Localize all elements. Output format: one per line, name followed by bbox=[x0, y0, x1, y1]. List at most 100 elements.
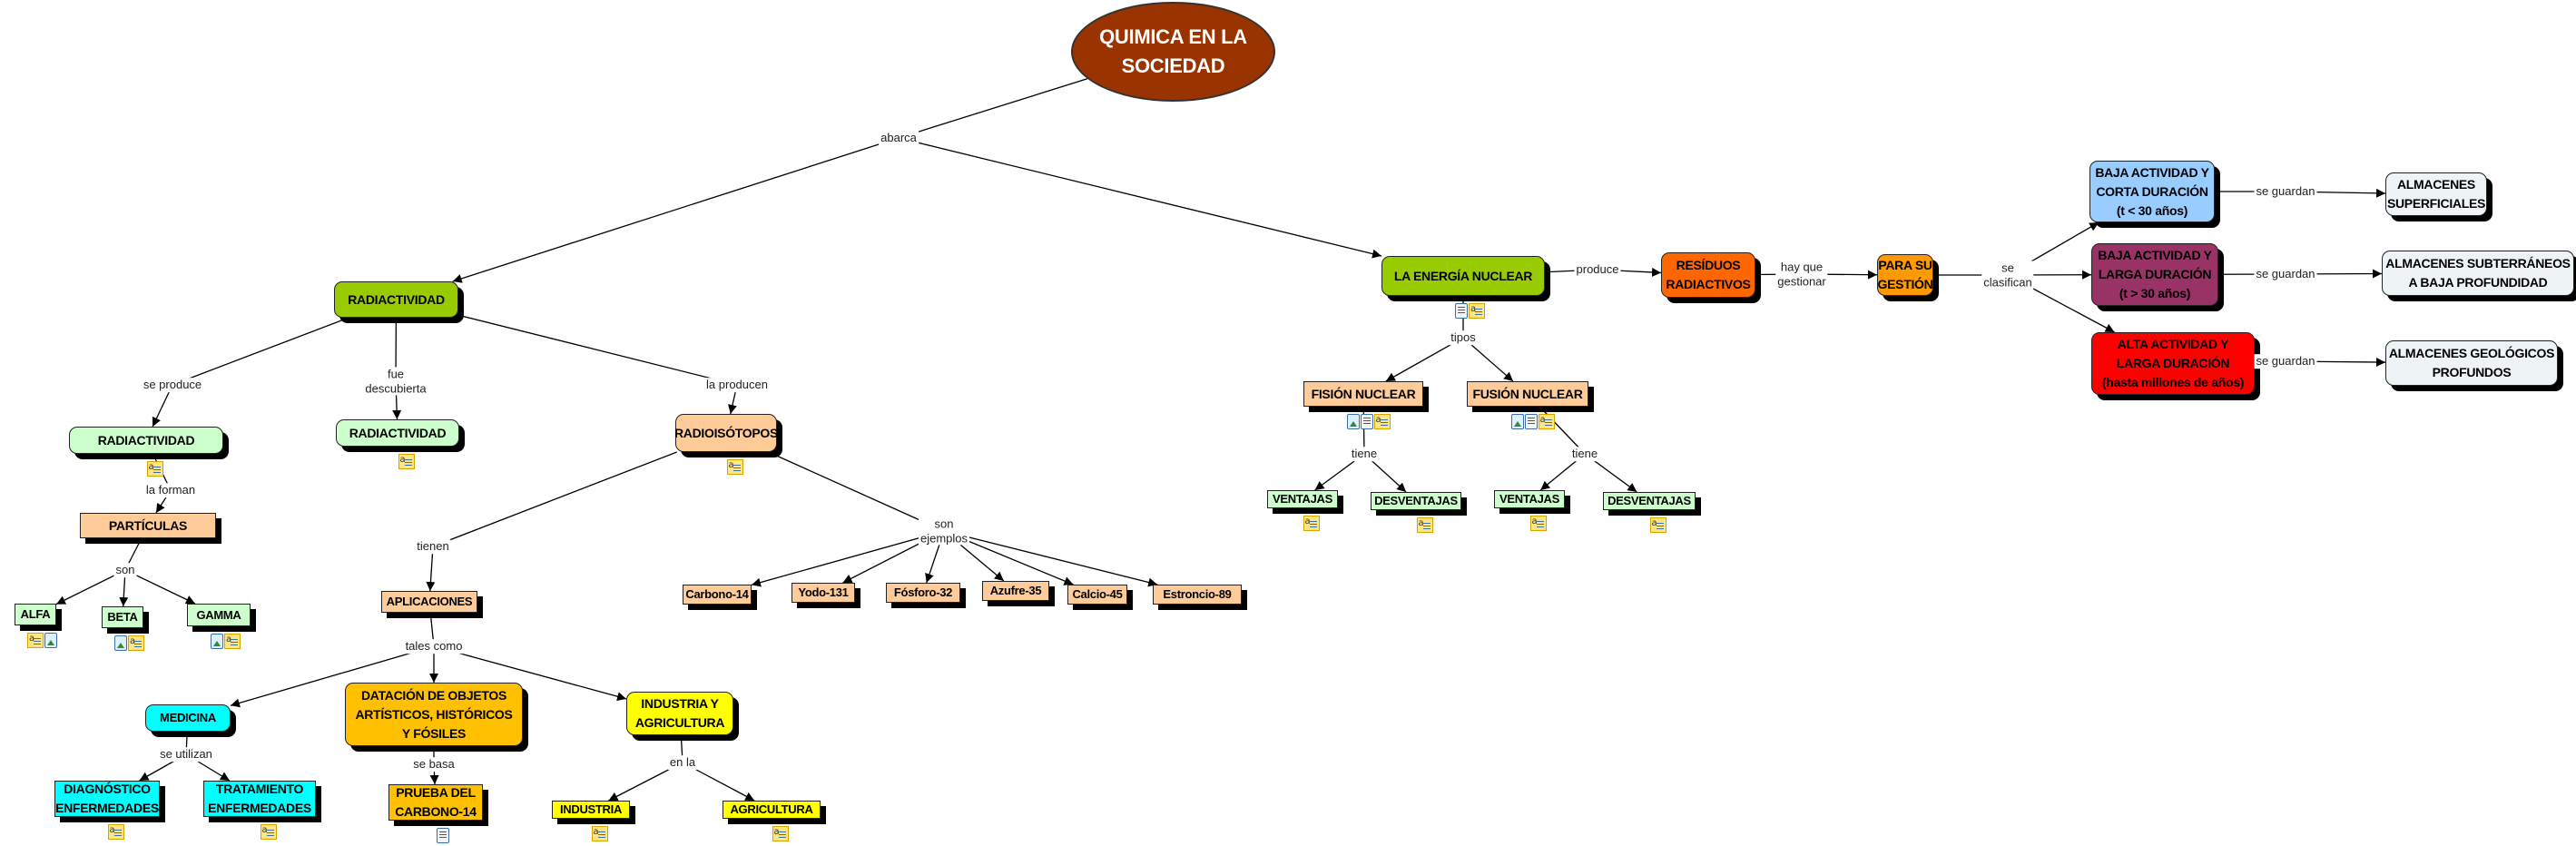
concept-bajalarga[interactable]: BAJA ACTIVIDAD Y LARGA DURACIÓN (t > 30 … bbox=[2091, 243, 2218, 306]
image-resource-icon[interactable] bbox=[114, 635, 127, 651]
linking-phrase[interactable]: la producen bbox=[704, 378, 770, 392]
concept-root[interactable]: QUIMICA EN LA SOCIEDAD bbox=[1071, 2, 1275, 102]
resource-icons: a bbox=[1416, 517, 1433, 533]
concept-indagri[interactable]: INDUSTRIA Y AGRICULTURA bbox=[626, 692, 733, 735]
concept-particulas[interactable]: PARTÍCULAS bbox=[80, 513, 216, 538]
concept-label: DESVENTAJAS bbox=[1608, 494, 1691, 508]
annotation-note-icon[interactable]: a bbox=[27, 633, 44, 648]
linking-phrase[interactable]: son bbox=[113, 563, 137, 577]
document-resource-icon[interactable] bbox=[1455, 303, 1468, 319]
resource-icons: a bbox=[1455, 303, 1485, 319]
resource-icons: a bbox=[398, 454, 415, 469]
concept-medicina[interactable]: MEDICINA bbox=[145, 704, 231, 732]
concept-alta[interactable]: ALTA ACTIVIDAD Y LARGA DURACIÓN (hasta m… bbox=[2091, 332, 2255, 395]
annotation-note-icon[interactable]: a bbox=[224, 634, 241, 649]
linking-phrase[interactable]: se guardan bbox=[2254, 267, 2317, 281]
annotation-note-icon[interactable]: a bbox=[591, 826, 608, 841]
image-resource-icon[interactable] bbox=[44, 633, 57, 648]
annotation-note-icon[interactable]: a bbox=[107, 824, 124, 840]
concept-bajacorta[interactable]: BAJA ACTIVIDAD Y CORTA DURACIÓN (t < 30 … bbox=[2089, 161, 2215, 222]
concept-radiactividad[interactable]: RADIACTIVIDAD bbox=[334, 281, 458, 318]
concept-gestion[interactable]: PARA SU GESTIÓN bbox=[1877, 254, 1933, 296]
linking-phrase[interactable]: la forman bbox=[143, 483, 198, 497]
concept-des1[interactable]: DESVENTAJAS bbox=[1371, 492, 1461, 510]
concept-ven2[interactable]: VENTAJAS bbox=[1494, 490, 1565, 508]
document-resource-icon[interactable] bbox=[1524, 414, 1538, 429]
linking-phrase[interactable]: abarca bbox=[879, 131, 919, 145]
annotation-note-icon[interactable]: a bbox=[128, 635, 144, 651]
concept-fusion[interactable]: FUSIÓN NUCLEAR bbox=[1467, 381, 1588, 407]
concept-ven1[interactable]: VENTAJAS bbox=[1267, 490, 1338, 508]
concept-label: Azufre-35 bbox=[989, 584, 1042, 598]
linking-phrase[interactable]: se guardan bbox=[2254, 354, 2317, 369]
concept-label: INDUSTRIA Y AGRICULTURA bbox=[634, 696, 725, 730]
linking-phrase[interactable]: tiene bbox=[1349, 447, 1380, 461]
linking-phrase[interactable]: se clasifican bbox=[1981, 261, 2034, 290]
annotation-note-icon[interactable]: a bbox=[772, 826, 789, 841]
linking-phrase[interactable]: tiene bbox=[1569, 447, 1600, 461]
concept-s35[interactable]: Azufre-35 bbox=[982, 581, 1049, 601]
linking-phrase[interactable]: tipos bbox=[1449, 330, 1478, 345]
linking-phrase[interactable]: produce bbox=[1574, 262, 1621, 277]
concept-p32[interactable]: Fósforo-32 bbox=[886, 583, 960, 603]
concept-aplicaciones[interactable]: APLICACIONES bbox=[381, 591, 477, 613]
concept-alfa[interactable]: ALFA bbox=[15, 604, 56, 625]
concept-label: VENTAJAS bbox=[1273, 492, 1332, 507]
annotation-note-icon[interactable]: a bbox=[398, 454, 415, 469]
concept-ca45[interactable]: Calcio-45 bbox=[1067, 585, 1127, 605]
concept-prueba[interactable]: PRUEBA DEL CARBONO-14 bbox=[388, 784, 483, 821]
concept-almgeo[interactable]: ALMACENES GEOLÓGICOS PROFUNDOS bbox=[2385, 340, 2558, 386]
concept-rad3[interactable]: RADIACTIVIDAD bbox=[336, 419, 459, 447]
concept-agricultura[interactable]: AGRICULTURA bbox=[723, 801, 821, 819]
linking-phrase[interactable]: se basa bbox=[411, 757, 457, 772]
concept-residuos[interactable]: RESÍDUOS RADIACTIVOS bbox=[1661, 252, 1755, 298]
image-resource-icon[interactable] bbox=[1510, 414, 1524, 429]
annotation-note-icon[interactable]: a bbox=[1538, 414, 1555, 429]
connector-arrow bbox=[124, 569, 196, 605]
concept-label: ALTA ACTIVIDAD Y LARGA DURACIÓN (hasta m… bbox=[2101, 337, 2245, 389]
concept-almsub[interactable]: ALMACENES SUBTERRÁNEOS A BAJA PROFUNDIDA… bbox=[2382, 251, 2574, 296]
concept-fision[interactable]: FISIÓN NUCLEAR bbox=[1303, 381, 1423, 407]
linking-phrase[interactable]: se utilizan bbox=[158, 747, 214, 762]
concept-beta[interactable]: BETA bbox=[102, 606, 143, 628]
concept-energia[interactable]: LA ENERGÍA NUCLEAR bbox=[1381, 256, 1545, 296]
annotation-note-icon[interactable]: a bbox=[1416, 517, 1433, 533]
linking-phrase[interactable]: se guardan bbox=[2254, 184, 2317, 199]
concept-sr89[interactable]: Estroncio-89 bbox=[1153, 585, 1242, 605]
concept-label: DATACIÓN DE OBJETOS ARTÍSTICOS, HISTÓRIC… bbox=[355, 687, 513, 741]
concept-label: QUIMICA EN LA SOCIEDAD bbox=[1099, 25, 1247, 77]
image-resource-icon[interactable] bbox=[1346, 414, 1360, 429]
concept-des2[interactable]: DESVENTAJAS bbox=[1603, 492, 1696, 510]
annotation-note-icon[interactable]: a bbox=[1649, 517, 1667, 533]
annotation-note-icon[interactable]: a bbox=[1373, 414, 1391, 429]
concept-gamma[interactable]: GAMMA bbox=[187, 604, 251, 626]
linking-phrase[interactable]: tienen bbox=[415, 539, 451, 554]
concept-radioisotopos[interactable]: RADIOISÓTOPOS bbox=[674, 414, 778, 452]
concept-rad2[interactable]: RADIACTIVIDAD bbox=[69, 427, 223, 454]
annotation-note-icon[interactable]: a bbox=[146, 461, 163, 477]
document-resource-icon[interactable] bbox=[1360, 414, 1373, 429]
resource-icons: a bbox=[114, 635, 144, 651]
linking-phrase[interactable]: tales como bbox=[403, 639, 465, 654]
concept-tratamiento[interactable]: TRATAMIENTO ENFERMEDADES bbox=[203, 781, 316, 817]
concept-datacion[interactable]: DATACIÓN DE OBJETOS ARTÍSTICOS, HISTÓRIC… bbox=[345, 683, 523, 746]
concept-industria[interactable]: INDUSTRIA bbox=[552, 801, 630, 819]
linking-phrase[interactable]: en la bbox=[667, 755, 698, 770]
linking-phrase[interactable]: son ejemplos bbox=[918, 516, 970, 546]
annotation-note-icon[interactable]: a bbox=[726, 459, 743, 475]
concept-almsup[interactable]: ALMACENES SUPERFICIALES bbox=[2385, 172, 2487, 216]
annotation-note-icon[interactable]: a bbox=[1529, 516, 1547, 531]
concept-label: PARA SU GESTIÓN bbox=[1877, 258, 1933, 291]
image-resource-icon[interactable] bbox=[211, 634, 223, 649]
annotation-note-icon[interactable]: a bbox=[1469, 303, 1485, 319]
concept-i131[interactable]: Yodo-131 bbox=[791, 583, 855, 603]
concept-c14[interactable]: Carbono-14 bbox=[683, 585, 752, 605]
concept-label: PRUEBA DEL CARBONO-14 bbox=[395, 785, 477, 819]
linking-phrase[interactable]: fue descubierta bbox=[363, 367, 428, 396]
annotation-note-icon[interactable]: a bbox=[260, 824, 277, 840]
document-resource-icon[interactable] bbox=[436, 828, 449, 843]
concept-diagnostico[interactable]: DIAGNÓSTICO ENFERMEDADES bbox=[54, 781, 160, 817]
linking-phrase[interactable]: se produce bbox=[141, 378, 204, 392]
annotation-note-icon[interactable]: a bbox=[1303, 516, 1320, 531]
linking-phrase[interactable]: hay que gestionar bbox=[1775, 260, 1828, 289]
